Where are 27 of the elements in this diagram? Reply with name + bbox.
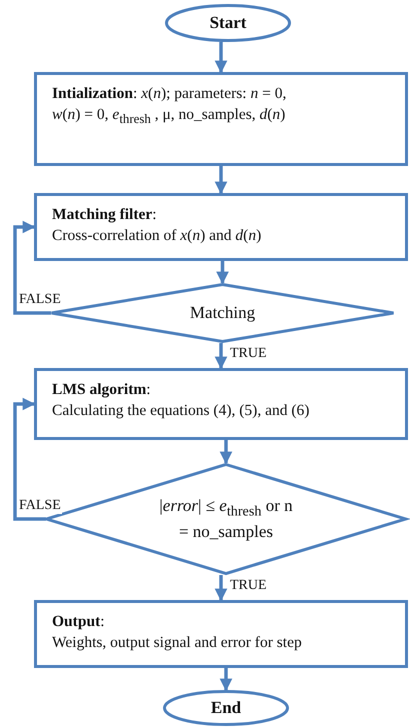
process-box [34,368,408,440]
arrow [214,343,228,370]
arrow [13,220,51,315]
terminal-ellipse [165,4,291,42]
step-text: Intialization: x(n); parameters: n = 0, w(n) = 0, e$_{thresh}$ , μ, no_samples, d(n) [52,84,288,128]
process-box [34,72,408,166]
arrow [216,261,229,284]
step-heading: LMS algoritm: [52,380,152,400]
process-box [34,600,408,668]
terminal-label: End [210,698,242,718]
arrow [220,668,232,692]
process-box [34,193,408,261]
step-text: Calculating the equations (4), (5), and (6) [52,401,310,421]
step-text: Weights, output signal and error for step [52,633,303,653]
terminal-ellipse [163,690,289,726]
condition-text: Matching [190,303,256,323]
step-heading: Matching filter: [52,205,158,225]
edge-label: FALSE [18,498,62,514]
arrow [214,166,228,194]
arrow [220,440,232,464]
arrow [13,398,46,521]
step-heading: Output: [52,612,106,632]
arrow [214,575,228,602]
condition-text: |error| ≤ e$_{thresh}$ or n = no_samples [158,496,294,542]
terminal-label: Start [210,13,246,33]
step-text: Cross-correlation of x(n) and d(n) [52,226,262,246]
arrow [214,42,228,74]
